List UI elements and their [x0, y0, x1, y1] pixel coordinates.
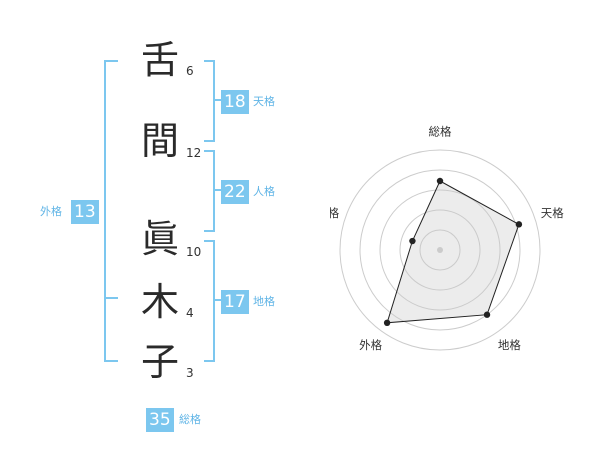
radar-polygon: [386, 180, 520, 324]
tenkaku-label: 天格: [253, 95, 275, 108]
name-char-4: 木: [140, 280, 179, 324]
chikaku-bracket: [204, 240, 215, 362]
radar-center: [437, 247, 443, 253]
jinkaku-bracket: [204, 150, 215, 232]
chikaku-label: 地格: [253, 295, 275, 308]
tenkaku-bracket: [204, 60, 215, 142]
gaikaku-value: 13: [71, 200, 99, 224]
radar-axis-label: 総格: [429, 125, 452, 139]
name-char-3: 眞: [140, 217, 179, 261]
gaikaku-bracket: [104, 60, 118, 362]
radar-point: [383, 319, 391, 327]
radar-axis-label: 地格: [498, 338, 521, 352]
stroke-count-2: 12: [186, 146, 202, 160]
jinkaku-label: 人格: [253, 185, 275, 198]
radar-axis-label: 外格: [359, 338, 382, 352]
radar-ring: [379, 189, 501, 311]
name-char-1: 舌: [140, 38, 179, 82]
stroke-count-4: 4: [186, 306, 194, 320]
tenkaku-value: 18: [221, 90, 249, 114]
stroke-count-1: 6: [186, 64, 194, 78]
gaikaku-bracket-tick: [104, 297, 118, 299]
sokaku-label: 総格: [179, 413, 201, 426]
radar-axis-label: 人格: [330, 206, 340, 220]
gaikaku-label: 外格: [40, 205, 62, 218]
radar-point: [515, 221, 523, 228]
radar-point: [436, 177, 444, 185]
radar-ring: [359, 169, 521, 331]
radar-ring: [419, 229, 461, 271]
radar-ring: [399, 209, 481, 291]
stroke-count-5: 3: [186, 366, 194, 380]
name-char-5: 子: [140, 340, 179, 384]
radar-point: [483, 311, 491, 318]
chikaku-connector: [214, 299, 221, 301]
chikaku-value: 17: [221, 290, 249, 314]
name-char-2: 間: [140, 119, 179, 163]
jinkaku-connector: [214, 189, 221, 191]
stroke-count-3: 10: [186, 245, 202, 259]
radar-point: [409, 237, 416, 245]
radar-ring: [339, 149, 541, 351]
radar-axis-label: 天格: [541, 206, 564, 220]
tenkaku-connector: [214, 99, 221, 101]
jinkaku-value: 22: [221, 180, 249, 204]
sokaku-value: 35: [146, 408, 174, 432]
